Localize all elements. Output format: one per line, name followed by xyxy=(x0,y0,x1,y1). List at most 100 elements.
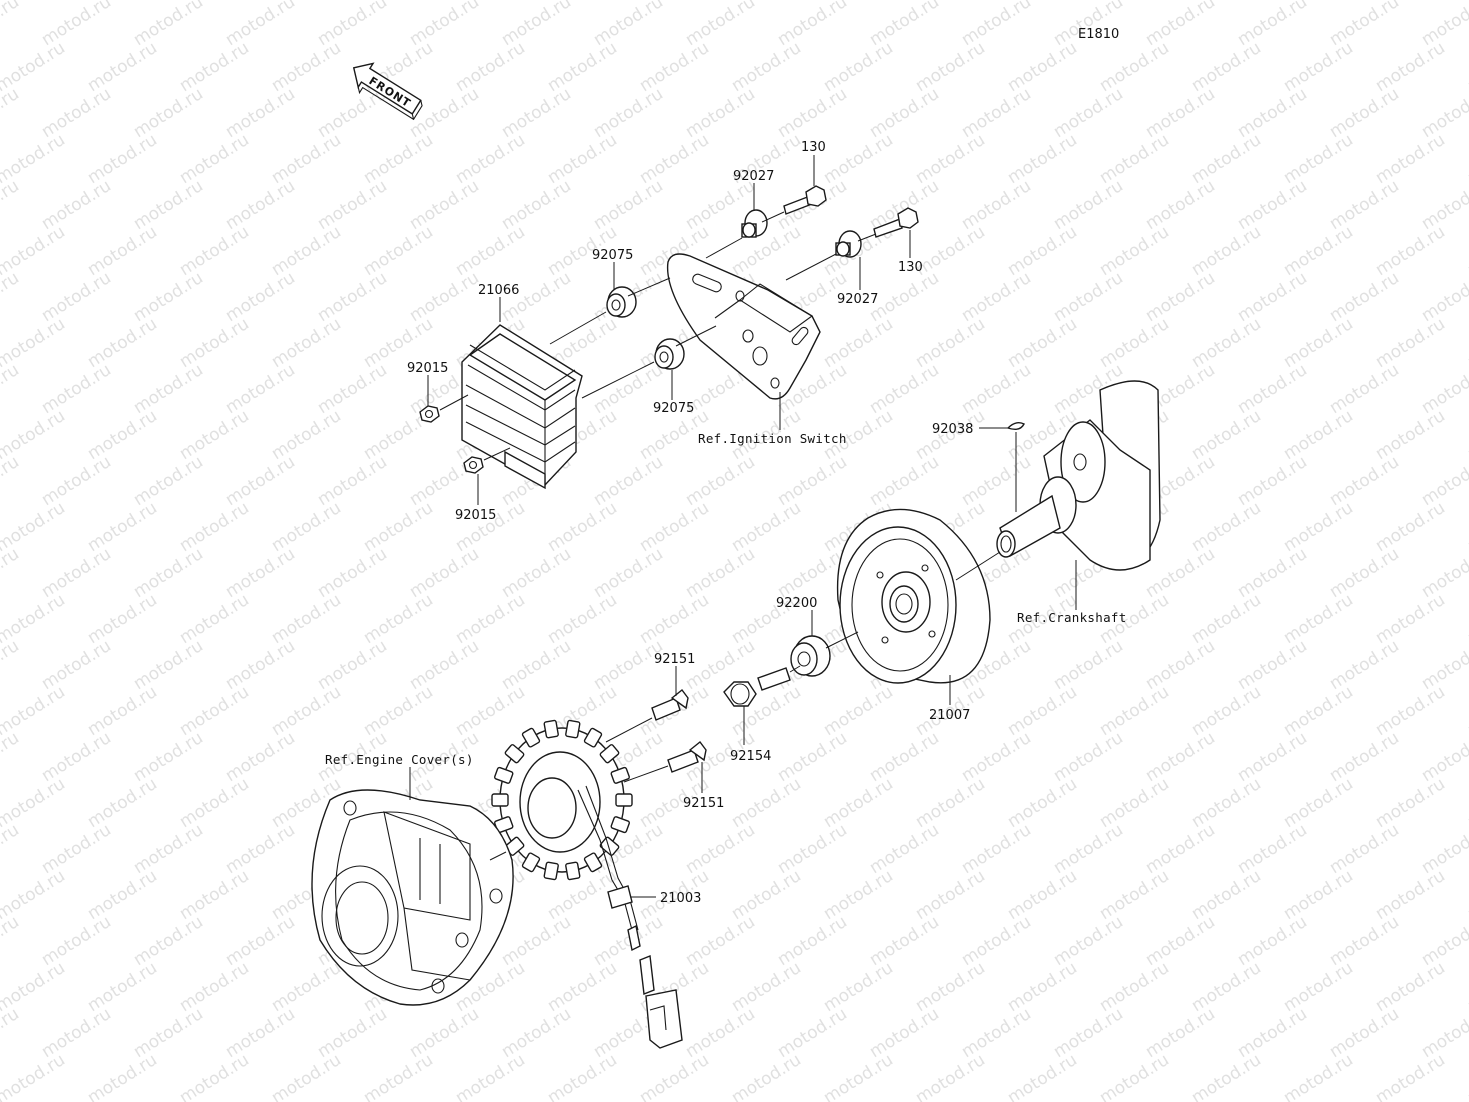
stator-tooth xyxy=(599,836,620,856)
stator-tooth xyxy=(583,852,603,873)
watermark-text: motod.ru xyxy=(452,682,529,740)
watermark-text: motod.ru xyxy=(268,590,345,648)
watermark-text: motod.ru xyxy=(682,820,759,878)
watermark-text: motod.ru xyxy=(912,222,989,280)
watermark-text: motod.ru xyxy=(0,452,23,510)
watermark-text: motod.ru xyxy=(820,682,897,740)
watermark-text: motod.ru xyxy=(958,452,1035,510)
watermark-text: motod.ru xyxy=(1418,268,1469,326)
watermark-text: motod.ru xyxy=(0,912,23,970)
watermark-text: motod.ru xyxy=(1418,452,1469,510)
part-labels: 130 92027 130 92027 92075 21066 92015 92… xyxy=(325,140,1126,906)
watermark-text: motod.ru xyxy=(0,1050,69,1102)
watermark-text: motod.ru xyxy=(590,176,667,234)
watermark-text: motod.ru xyxy=(1418,360,1469,418)
label-92015-bottom: 92015 xyxy=(455,508,496,523)
watermark-text: motod.ru xyxy=(1418,728,1469,786)
watermark-text: motod.ru xyxy=(268,38,345,96)
watermark-text: motod.ru xyxy=(774,84,851,142)
watermark-text: motod.ru xyxy=(1234,912,1311,970)
watermark-text: motod.ru xyxy=(1464,1050,1469,1102)
watermark-text: motod.ru xyxy=(1464,498,1469,556)
watermark-text: motod.ru xyxy=(1096,38,1173,96)
grommet-92075-bottom xyxy=(654,338,685,370)
watermark-text: motod.ru xyxy=(866,360,943,418)
stator-tooth xyxy=(615,793,633,807)
watermark-text: motod.ru xyxy=(866,728,943,786)
watermark-text: motod.ru xyxy=(1280,590,1357,648)
watermark-text: motod.ru xyxy=(1372,498,1449,556)
stator-tooth xyxy=(491,793,509,807)
watermark-text: motod.ru xyxy=(176,590,253,648)
watermark-text: motod.ru xyxy=(1326,452,1403,510)
watermark-text: motod.ru xyxy=(820,866,897,924)
watermark-text: motod.ru xyxy=(544,1050,621,1102)
watermark-text: motod.ru xyxy=(728,958,805,1016)
stator-tooth xyxy=(494,766,514,784)
stator-tooth xyxy=(543,719,559,739)
watermark-text: motod.ru xyxy=(1326,84,1403,142)
watermark-text: motod.ru xyxy=(1372,130,1449,188)
watermark-text: motod.ru xyxy=(1326,912,1403,970)
watermark-text: motod.ru xyxy=(314,360,391,418)
watermark-text: motod.ru xyxy=(84,682,161,740)
label-92154: 92154 xyxy=(730,749,771,764)
watermark-text: motod.ru xyxy=(1326,176,1403,234)
watermark-text: motod.ru xyxy=(222,176,299,234)
crankshaft xyxy=(996,380,1161,571)
watermark-text: motod.ru xyxy=(130,912,207,970)
watermark-text: motod.ru xyxy=(1234,728,1311,786)
watermark-text: motod.ru xyxy=(912,130,989,188)
stator-tooth xyxy=(521,727,541,748)
watermark-text: motod.ru xyxy=(222,1004,299,1062)
watermark-text: motod.ru xyxy=(0,268,23,326)
watermark-text: motod.ru xyxy=(1004,222,1081,280)
watermark-text: motod.ru xyxy=(38,820,115,878)
watermark-text: motod.ru xyxy=(360,222,437,280)
watermark-text: motod.ru xyxy=(268,682,345,740)
watermark-text: motod.ru xyxy=(1004,130,1081,188)
watermark-text: motod.ru xyxy=(958,84,1035,142)
watermark-text: motod.ru xyxy=(1188,682,1265,740)
watermark-text: motod.ru xyxy=(222,636,299,694)
label-ref-engine-covers: Ref.Engine Cover(s) xyxy=(325,752,474,767)
watermark-text: motod.ru xyxy=(38,360,115,418)
watermark-text: motod.ru xyxy=(0,1004,23,1062)
watermark-text: motod.ru xyxy=(1372,774,1449,832)
watermark-text: motod.ru xyxy=(1372,682,1449,740)
watermark-text: motod.ru xyxy=(590,912,667,970)
bolt-130-top xyxy=(783,185,827,215)
watermark-text: motod.ru xyxy=(958,176,1035,234)
watermark-text: motod.ru xyxy=(38,912,115,970)
watermark-text: motod.ru xyxy=(1372,314,1449,372)
watermark-text: motod.ru xyxy=(1464,682,1469,740)
collar-92027-right xyxy=(835,230,862,258)
watermark-text: motod.ru xyxy=(820,958,897,1016)
watermark-text: motod.ru xyxy=(636,130,713,188)
watermark-text: motod.ru xyxy=(1050,1004,1127,1062)
watermark-text: motod.ru xyxy=(1326,820,1403,878)
watermark-text: motod.ru xyxy=(1418,1004,1469,1062)
watermark-text: motod.ru xyxy=(1464,866,1469,924)
watermark-text: motod.ru xyxy=(774,820,851,878)
watermark-text: motod.ru xyxy=(1050,912,1127,970)
watermark-text: motod.ru xyxy=(1234,544,1311,602)
watermark-text: motod.ru xyxy=(0,84,23,142)
watermark-text: motod.ru xyxy=(1234,268,1311,326)
watermark-text: motod.ru xyxy=(682,84,759,142)
watermark-text: motod.ru xyxy=(774,728,851,786)
watermark-text: motod.ru xyxy=(222,912,299,970)
watermark-text: motod.ru xyxy=(1050,636,1127,694)
label-21066: 21066 xyxy=(478,283,519,298)
watermark-text: motod.ru xyxy=(1372,1050,1449,1102)
watermark-text: motod.ru xyxy=(590,544,667,602)
watermark-text: motod.ru xyxy=(590,84,667,142)
watermark-text: motod.ru xyxy=(958,268,1035,326)
stator-tooth xyxy=(504,744,525,764)
watermark-text: motod.ru xyxy=(130,544,207,602)
watermark-text: motod.ru xyxy=(406,636,483,694)
watermark-text: motod.ru xyxy=(38,728,115,786)
watermark-text: motod.ru xyxy=(1096,130,1173,188)
watermark-text: motod.ru xyxy=(544,590,621,648)
